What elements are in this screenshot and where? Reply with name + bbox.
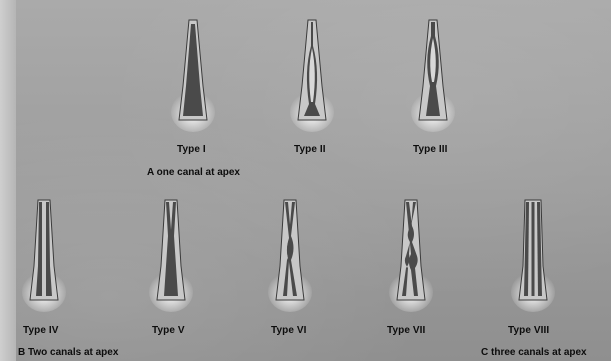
- type-label: Type II: [294, 145, 326, 155]
- group-label-a: A one canal at apex: [147, 168, 240, 178]
- tooth-type-1: [163, 16, 223, 136]
- tooth-type-4: [14, 196, 74, 316]
- type-label: Type III: [413, 145, 448, 155]
- type-label: Type V: [152, 326, 185, 336]
- tooth-type-5: [141, 196, 201, 316]
- tooth-type-7: [381, 196, 441, 316]
- tooth-type-2: [282, 16, 342, 136]
- tooth-type-8: [503, 196, 563, 316]
- tooth-type-6: [260, 196, 320, 316]
- type-label: Type IV: [23, 326, 59, 336]
- type-label: Type I: [177, 145, 206, 155]
- type-label: Type VIII: [508, 326, 549, 336]
- tooth-type-3: [403, 16, 463, 136]
- group-label-b: B Two canals at apex: [18, 348, 118, 358]
- type-label: Type VI: [271, 326, 307, 336]
- group-label-c: C three canals at apex: [481, 348, 587, 358]
- type-label: Type VII: [387, 326, 425, 336]
